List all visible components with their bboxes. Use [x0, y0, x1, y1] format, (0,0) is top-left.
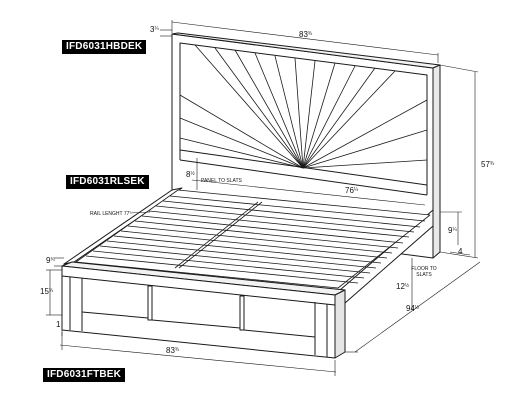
dim-inner-width: 76¼	[345, 186, 359, 195]
dim-leg-right: 4	[458, 247, 463, 256]
rail-length-note: RAIL LENGHT 77'	[90, 211, 131, 217]
dim-foot-height: 15¾	[40, 287, 54, 296]
headboard-label: IFD6031HBDEK	[62, 40, 147, 54]
rails-label: IFD6031RLSEK	[66, 175, 149, 189]
dim-foot-top: 9¾	[46, 256, 55, 265]
dim-floor-to-slats: 12½	[396, 282, 410, 291]
sunburst-panel	[179, 44, 428, 169]
dim-head-width: 83¾	[299, 30, 313, 39]
dim-top-thickness: 3¼	[150, 25, 159, 34]
dim-length: 94½	[406, 304, 420, 313]
dim-side-height: 9¼	[448, 226, 457, 235]
dimension-lines	[46, 20, 481, 376]
panel-to-slats-note: PANEL TO SLATS	[201, 178, 242, 184]
floor-to-slats-note: FLOOR TO SLATS	[411, 266, 437, 278]
dim-head-height: 57¾	[481, 160, 495, 169]
dim-foot-width: 83¾	[166, 346, 180, 355]
dim-foot-leg: 1	[56, 320, 61, 329]
footboard	[61, 261, 346, 359]
dim-panel-to-slats: 8½	[186, 170, 195, 179]
footboard-label: IFD6031FTBEK	[43, 368, 126, 382]
slats	[75, 189, 431, 289]
